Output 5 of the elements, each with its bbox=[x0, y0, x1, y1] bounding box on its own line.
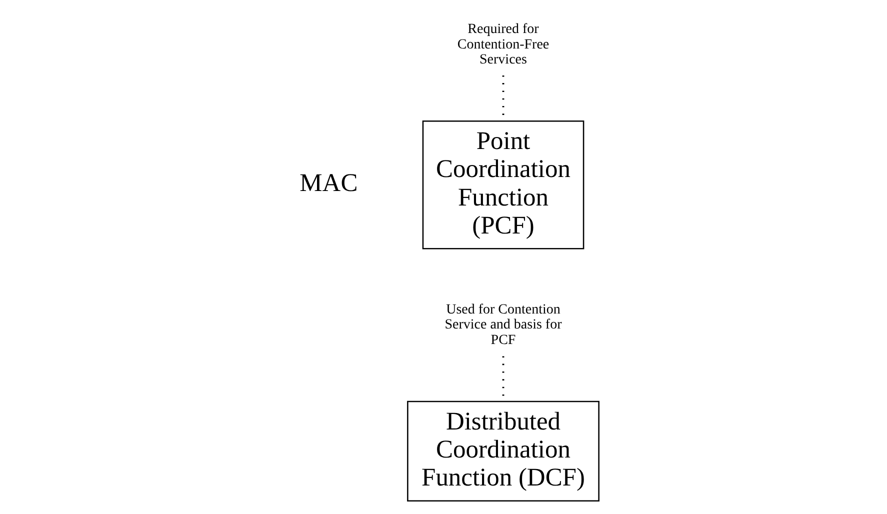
label: MAC bbox=[299, 168, 358, 197]
node-box: Distributed Coordination Function (DCF) bbox=[406, 400, 599, 502]
node-text: Used for Contention Service and basis for PCF bbox=[444, 302, 562, 348]
node-text: Required for Contention-Free Services bbox=[456, 21, 549, 68]
node-box: Point Coordination Function (PCF) bbox=[422, 120, 584, 249]
